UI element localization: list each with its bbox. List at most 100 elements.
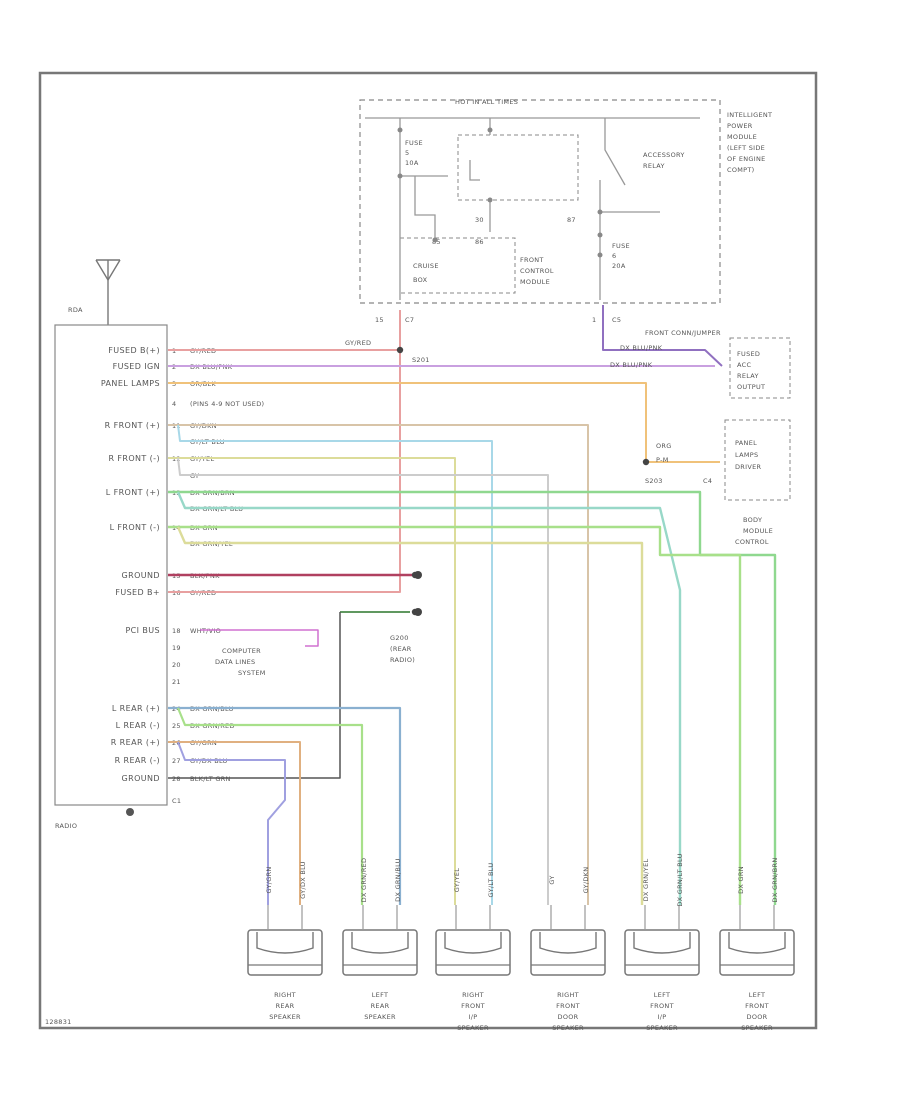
- speaker-label: FRONT: [556, 1002, 580, 1010]
- wire-panel-lamps: [168, 382, 720, 463]
- speaker-wire-label: GY/DX BLU: [299, 861, 307, 899]
- antenna-label: RDA: [68, 306, 83, 314]
- radio-pin-name: R REAR (-): [115, 756, 160, 765]
- speaker-label: LEFT: [372, 991, 389, 999]
- svg-text:PANEL: PANEL: [735, 439, 757, 447]
- wire-fused-b-s201: [168, 310, 401, 593]
- svg-text:MODULE: MODULE: [743, 527, 773, 535]
- ipm-module-label: INTELLIGENT POWER MODULE (LEFT SIDE OF E…: [727, 111, 772, 174]
- speaker-wire-label: DX GRN/LT BLU: [676, 853, 684, 906]
- svg-text:CRUISE: CRUISE: [413, 262, 439, 270]
- speaker-label: FRONT: [745, 1002, 769, 1010]
- radio-pin-name: R REAR (+): [111, 738, 160, 747]
- ground-point-icon: [414, 571, 422, 579]
- intelligent-power-module: HOT IN ALL TIMES INTELLIGENT POWER MODUL…: [359, 98, 772, 324]
- svg-text:(LEFT SIDE: (LEFT SIDE: [727, 144, 765, 152]
- wire-lr-minus: [176, 707, 364, 905]
- svg-text:COMPUTER: COMPUTER: [222, 647, 261, 655]
- radio-pin-name: R FRONT (+): [105, 421, 160, 430]
- svg-text:FUSE: FUSE: [405, 139, 423, 147]
- wire-tag-ipm-violet-2: DX BLU/PNK: [610, 361, 653, 369]
- connector-c7: C7: [405, 316, 414, 324]
- svg-text:FUSE: FUSE: [612, 242, 630, 250]
- front-control-module-label: FRONT CONTROL MODULE: [520, 256, 554, 286]
- wire-rr-plus: [168, 741, 301, 905]
- svg-text:(REAR: (REAR: [390, 645, 412, 653]
- splice-dot: [396, 346, 404, 354]
- svg-text:20A: 20A: [612, 262, 626, 270]
- wire-tag-panel-orange-2: P-M: [656, 456, 669, 464]
- radio-pin-wire-color: (PINS 4-9 NOT USED): [190, 400, 264, 408]
- wire-rr-minus: [177, 741, 286, 905]
- wire-tag-ipm-violet: DX BLU/PNK: [620, 344, 663, 352]
- radio-pin-name: FUSED B(+): [108, 346, 160, 355]
- speaker-label: SPEAKER: [552, 1024, 584, 1032]
- radio-ground-point: [126, 808, 134, 816]
- connector-c4: C4: [703, 477, 712, 485]
- speaker-label: RIGHT: [274, 991, 296, 999]
- panel-lamps-driver-module: PANEL LAMPS DRIVER: [724, 419, 791, 501]
- wire-ipm-violet: [602, 305, 723, 367]
- radio-pin-name: R FRONT (-): [108, 454, 160, 463]
- speaker-wire-label: GY: [548, 875, 556, 884]
- connector-c7-pin: 15: [375, 316, 384, 324]
- wire-rf-door-minus: [177, 457, 549, 905]
- speaker-label: SPEAKER: [646, 1024, 678, 1032]
- speaker-label: I/P: [469, 1013, 478, 1021]
- front-conn-label: FRONT CONN/JUMPER: [645, 329, 721, 337]
- svg-text:MODULE: MODULE: [520, 278, 550, 286]
- radio-pin-number: 4: [172, 400, 176, 408]
- computer-data-lines-label: COMPUTER DATA LINES SYSTEM: [215, 647, 266, 677]
- svg-text:G200: G200: [390, 634, 409, 642]
- svg-text:RELAY: RELAY: [737, 372, 759, 380]
- pin-label-87: 87: [567, 216, 576, 224]
- wire-tag-panel-orange: ORG: [656, 442, 672, 450]
- speaker-label: DOOR: [747, 1013, 768, 1021]
- svg-text:FRONT: FRONT: [520, 256, 544, 264]
- diagram-frame: [38, 71, 818, 1030]
- radio-pin-number: 20: [172, 661, 181, 669]
- radio-pin-wire-color: WHT/VIO: [190, 627, 221, 635]
- speaker-wire-label: DX GRN: [737, 866, 745, 894]
- svg-text:OUTPUT: OUTPUT: [737, 383, 765, 391]
- svg-text:CONTROL: CONTROL: [520, 267, 554, 275]
- radio-pin-number: 28: [172, 775, 181, 783]
- radio-pin-number: 27: [172, 757, 181, 765]
- speaker-label: SPEAKER: [269, 1013, 301, 1021]
- speaker-label: RIGHT: [557, 991, 579, 999]
- pin-label-86: 86: [475, 238, 484, 246]
- ground-point-icon: [414, 608, 422, 616]
- wire-lf-ip-minus: [176, 526, 644, 905]
- wire-rf-door-plus: [168, 424, 589, 905]
- speaker-label: FRONT: [461, 1002, 485, 1010]
- wire-lr-plus: [168, 706, 402, 905]
- speaker-label: DOOR: [558, 1013, 579, 1021]
- radio-pin-name: FUSED B+: [115, 588, 160, 597]
- svg-text:MODULE: MODULE: [727, 133, 757, 141]
- svg-text:INTELLIGENT: INTELLIGENT: [727, 111, 772, 119]
- svg-text:CONTROL: CONTROL: [735, 538, 769, 546]
- svg-text:DRIVER: DRIVER: [735, 463, 761, 471]
- wire-pci-bus: [200, 629, 319, 647]
- radio-pin-name: L FRONT (-): [110, 523, 160, 532]
- radio-label: RADIO: [55, 822, 77, 830]
- speaker-wire-label: DX GRN/BRN: [771, 858, 779, 903]
- fuse-5: FUSE 5 10A: [405, 139, 423, 167]
- fuse-6: FUSE 6 20A: [612, 242, 630, 270]
- svg-text:FUSED: FUSED: [737, 350, 760, 358]
- radio-pin-name: FUSED IGN: [113, 362, 160, 371]
- radio-pin-number: 19: [172, 644, 181, 652]
- ipm-box-title: HOT IN ALL TIMES: [455, 98, 518, 106]
- radio-connector-c1: C1: [172, 797, 181, 805]
- svg-text:SYSTEM: SYSTEM: [238, 669, 266, 677]
- svg-text:COMPT): COMPT): [727, 166, 755, 174]
- speaker-label: FRONT: [650, 1002, 674, 1010]
- antenna-icon: RDA: [68, 259, 121, 325]
- radio-pin-name: PANEL LAMPS: [101, 379, 160, 388]
- radio-pin-name: L REAR (+): [112, 704, 160, 713]
- speaker-label: REAR: [276, 1002, 295, 1010]
